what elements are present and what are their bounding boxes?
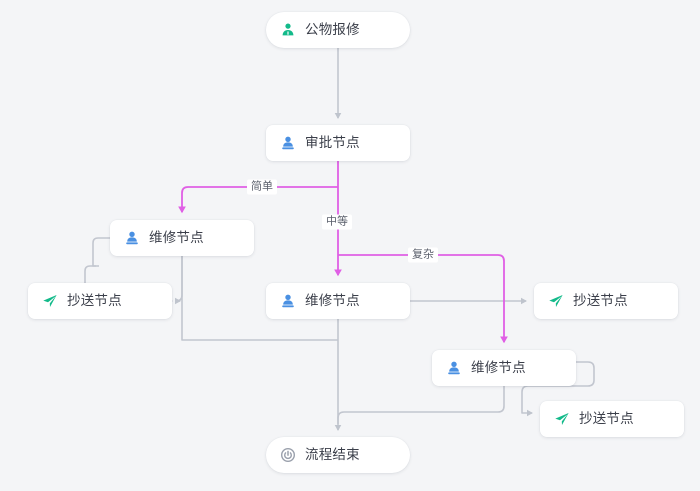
node-approval[interactable]: 审批节点 bbox=[266, 125, 410, 161]
edge-repair-simple-left-entry bbox=[92, 237, 110, 267]
edge-repair-complex-to-end bbox=[337, 386, 505, 424]
node-cc-bottom[interactable]: 抄送节点 bbox=[540, 401, 684, 437]
person-stamp-blue-icon bbox=[124, 230, 140, 246]
edge-label-medium: 中等 bbox=[322, 214, 352, 230]
node-label: 维修节点 bbox=[149, 230, 204, 246]
node-label: 审批节点 bbox=[305, 135, 360, 151]
edge-label-simple: 简单 bbox=[247, 179, 277, 195]
person-green-icon bbox=[280, 22, 296, 38]
person-stamp-blue-icon bbox=[446, 360, 462, 376]
node-label: 抄送节点 bbox=[67, 293, 122, 309]
node-cc-left[interactable]: 抄送节点 bbox=[28, 283, 172, 319]
node-label: 抄送节点 bbox=[573, 293, 628, 309]
paper-plane-green-icon bbox=[548, 293, 564, 309]
person-stamp-blue-icon bbox=[280, 293, 296, 309]
person-stamp-blue-icon bbox=[280, 135, 296, 151]
paper-plane-green-icon bbox=[554, 411, 570, 427]
node-repair-medium[interactable]: 维修节点 bbox=[266, 283, 410, 319]
node-cc-right[interactable]: 抄送节点 bbox=[534, 283, 678, 319]
node-label: 维修节点 bbox=[305, 293, 360, 309]
edge-repair-simple-to-cc-left bbox=[174, 256, 183, 305]
edge-label-complex: 复杂 bbox=[408, 247, 438, 263]
paper-plane-green-icon bbox=[42, 293, 58, 309]
node-label: 抄送节点 bbox=[579, 411, 634, 427]
node-repair-simple[interactable]: 维修节点 bbox=[110, 220, 254, 256]
node-repair-complex[interactable]: 维修节点 bbox=[432, 350, 576, 386]
node-start[interactable]: 公物报修 bbox=[266, 12, 410, 48]
node-label: 流程结束 bbox=[305, 447, 360, 463]
node-label: 公物报修 bbox=[305, 22, 360, 38]
power-gray-icon bbox=[280, 447, 296, 463]
node-end[interactable]: 流程结束 bbox=[266, 437, 410, 473]
node-label: 维修节点 bbox=[471, 360, 526, 376]
